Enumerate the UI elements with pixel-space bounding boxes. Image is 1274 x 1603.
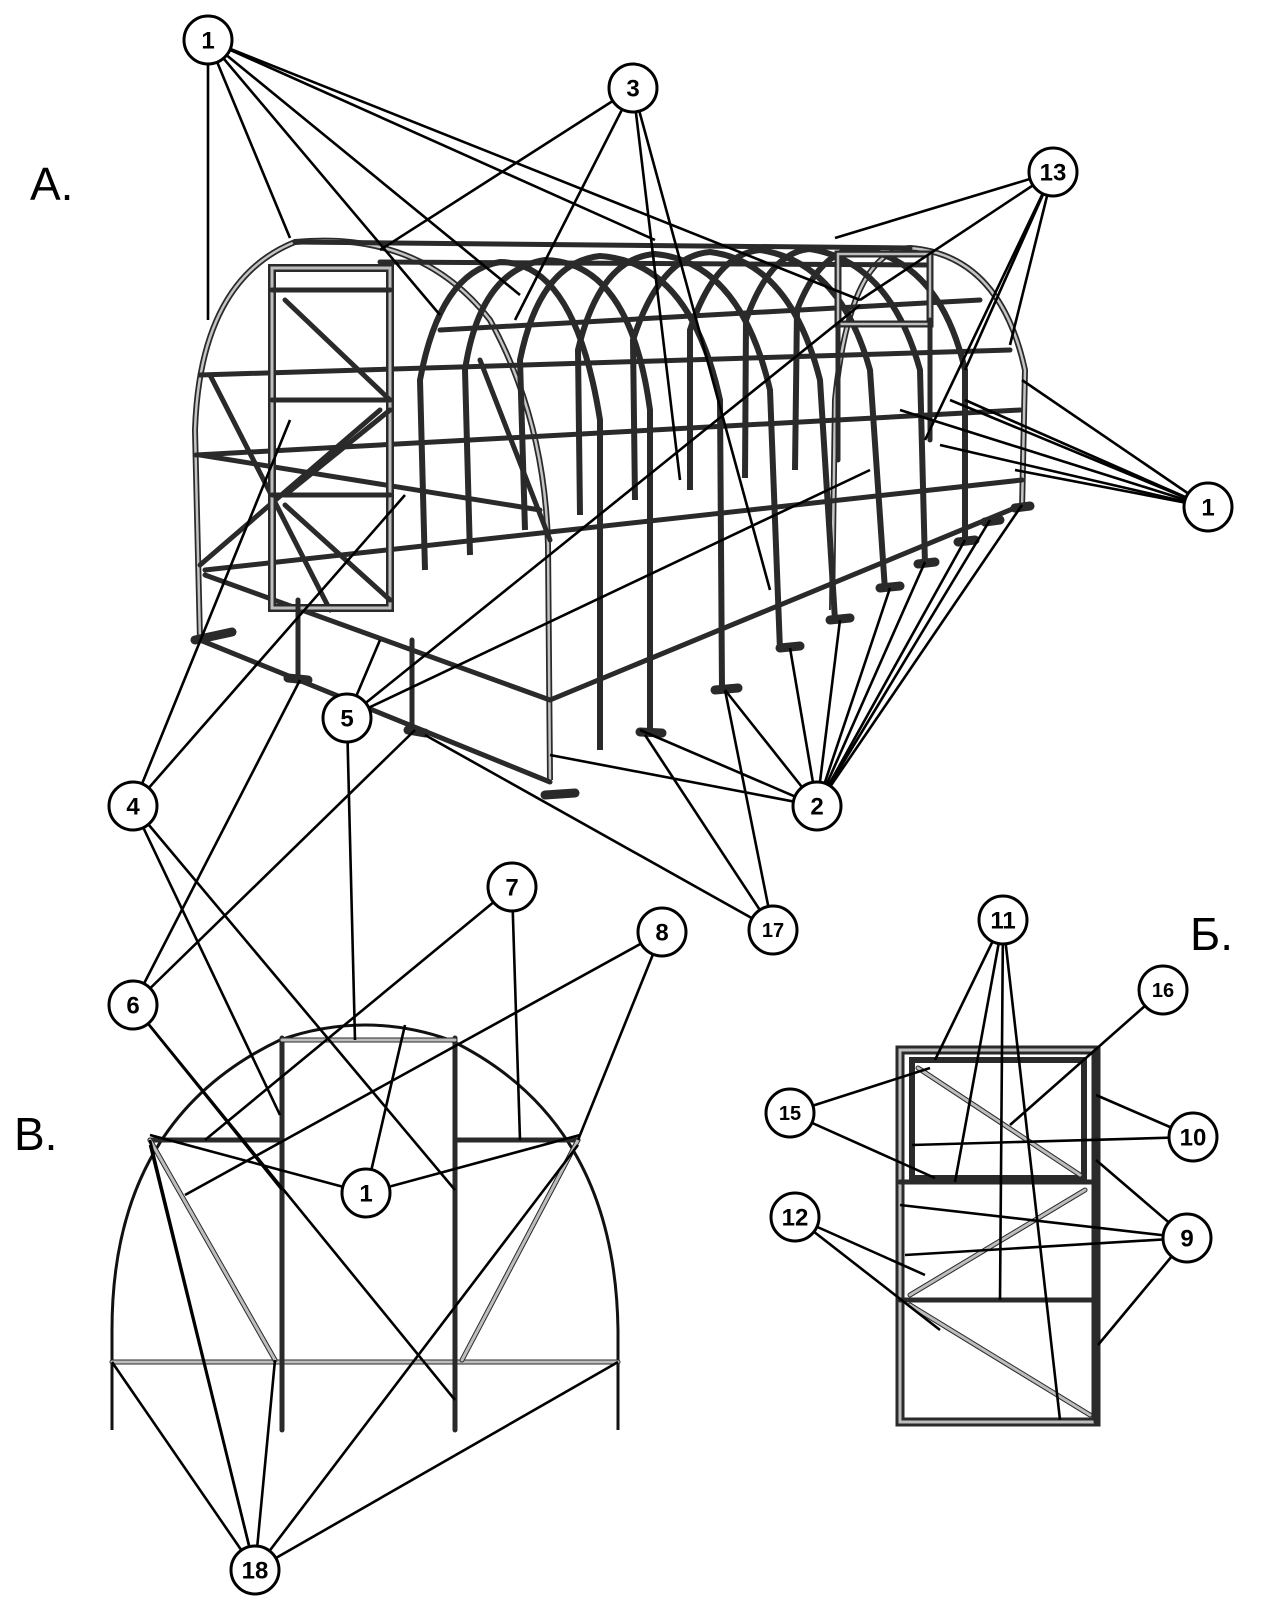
window-frame — [909, 1057, 1087, 1181]
callout-10: 10 — [1167, 1111, 1219, 1163]
intermediate-arch — [574, 250, 783, 651]
ridge-rail — [292, 239, 913, 251]
callout-4: 4 — [107, 780, 159, 832]
svg-text:15: 15 — [779, 1103, 801, 1125]
callout-3: 3 — [607, 62, 659, 114]
svg-text:9: 9 — [1180, 1226, 1193, 1253]
svg-text:8: 8 — [655, 920, 668, 947]
section-label-b: Б. — [1190, 908, 1233, 960]
callout-12: 12 — [769, 1191, 821, 1243]
callout-9: 9 — [1161, 1212, 1213, 1264]
callout-8: 8 — [636, 906, 688, 958]
greenhouse-frame — [190, 237, 1035, 800]
svg-text:17: 17 — [762, 920, 784, 942]
callout-16: 16 — [1137, 964, 1189, 1016]
callout-11: 11 — [977, 894, 1029, 946]
end-wall-arch — [110, 1023, 620, 1430]
callout-15: 15 — [764, 1087, 816, 1139]
intermediate-arch — [629, 248, 838, 621]
svg-text:1: 1 — [201, 28, 214, 55]
callout-1-right: 1 — [1182, 481, 1234, 533]
door-outer-frame — [895, 1045, 1101, 1427]
callout-13: 13 — [1027, 146, 1079, 198]
side-bottom-rail — [202, 572, 553, 703]
svg-text:12: 12 — [782, 1205, 809, 1232]
callout-2: 2 — [791, 780, 843, 832]
svg-text:13: 13 — [1040, 160, 1067, 187]
leader-lines — [110, 38, 1209, 1572]
svg-text:5: 5 — [340, 706, 353, 733]
end-wall-frame — [109, 1023, 621, 1433]
svg-text:16: 16 — [1152, 980, 1174, 1002]
intermediate-arch — [792, 244, 968, 545]
door-assembly — [895, 1045, 1101, 1427]
svg-text:4: 4 — [126, 794, 140, 821]
callout-5: 5 — [321, 692, 373, 744]
section-label-v: В. — [14, 1108, 57, 1160]
svg-text:7: 7 — [505, 875, 518, 902]
svg-text:6: 6 — [126, 993, 139, 1020]
svg-text:1: 1 — [1201, 495, 1214, 522]
callout-7: 7 — [486, 861, 538, 913]
callout-18: 18 — [229, 1544, 281, 1596]
ground-stakes — [190, 501, 1035, 800]
svg-text:11: 11 — [990, 908, 1015, 935]
svg-text:3: 3 — [626, 76, 639, 103]
callout-1-top: 1 — [182, 14, 234, 66]
svg-text:2: 2 — [810, 794, 823, 821]
svg-text:18: 18 — [242, 1558, 269, 1585]
callout-17: 17 — [747, 904, 799, 956]
svg-text:1: 1 — [359, 1181, 372, 1208]
callout-6: 6 — [107, 979, 159, 1031]
callout-1-middle: 1 — [340, 1167, 392, 1219]
section-label-a: А. — [30, 158, 73, 210]
svg-text:10: 10 — [1180, 1125, 1207, 1152]
